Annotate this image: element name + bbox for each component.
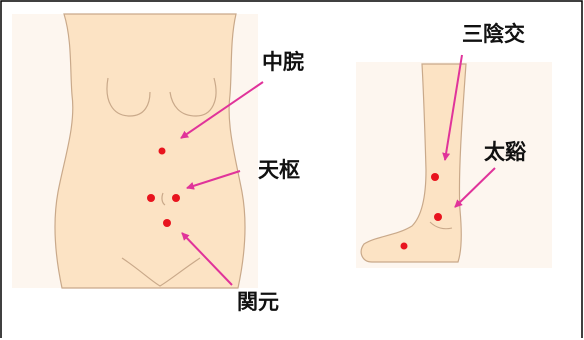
label-taikei: 太谿 [484,142,526,163]
torso-body [55,14,245,288]
point-tensu-left [147,194,155,202]
point-tensu-right [172,194,180,202]
point-taikei [434,213,442,221]
label-chuwan: 中脘 [262,52,304,73]
label-sanin: 三陰交 [462,24,525,45]
label-kangen: 関元 [237,292,279,313]
point-chuwan [159,148,166,155]
point-sanin [431,173,439,181]
label-tensu: 天枢 [258,160,300,181]
point-heel [401,243,408,250]
point-kangen [163,219,171,227]
